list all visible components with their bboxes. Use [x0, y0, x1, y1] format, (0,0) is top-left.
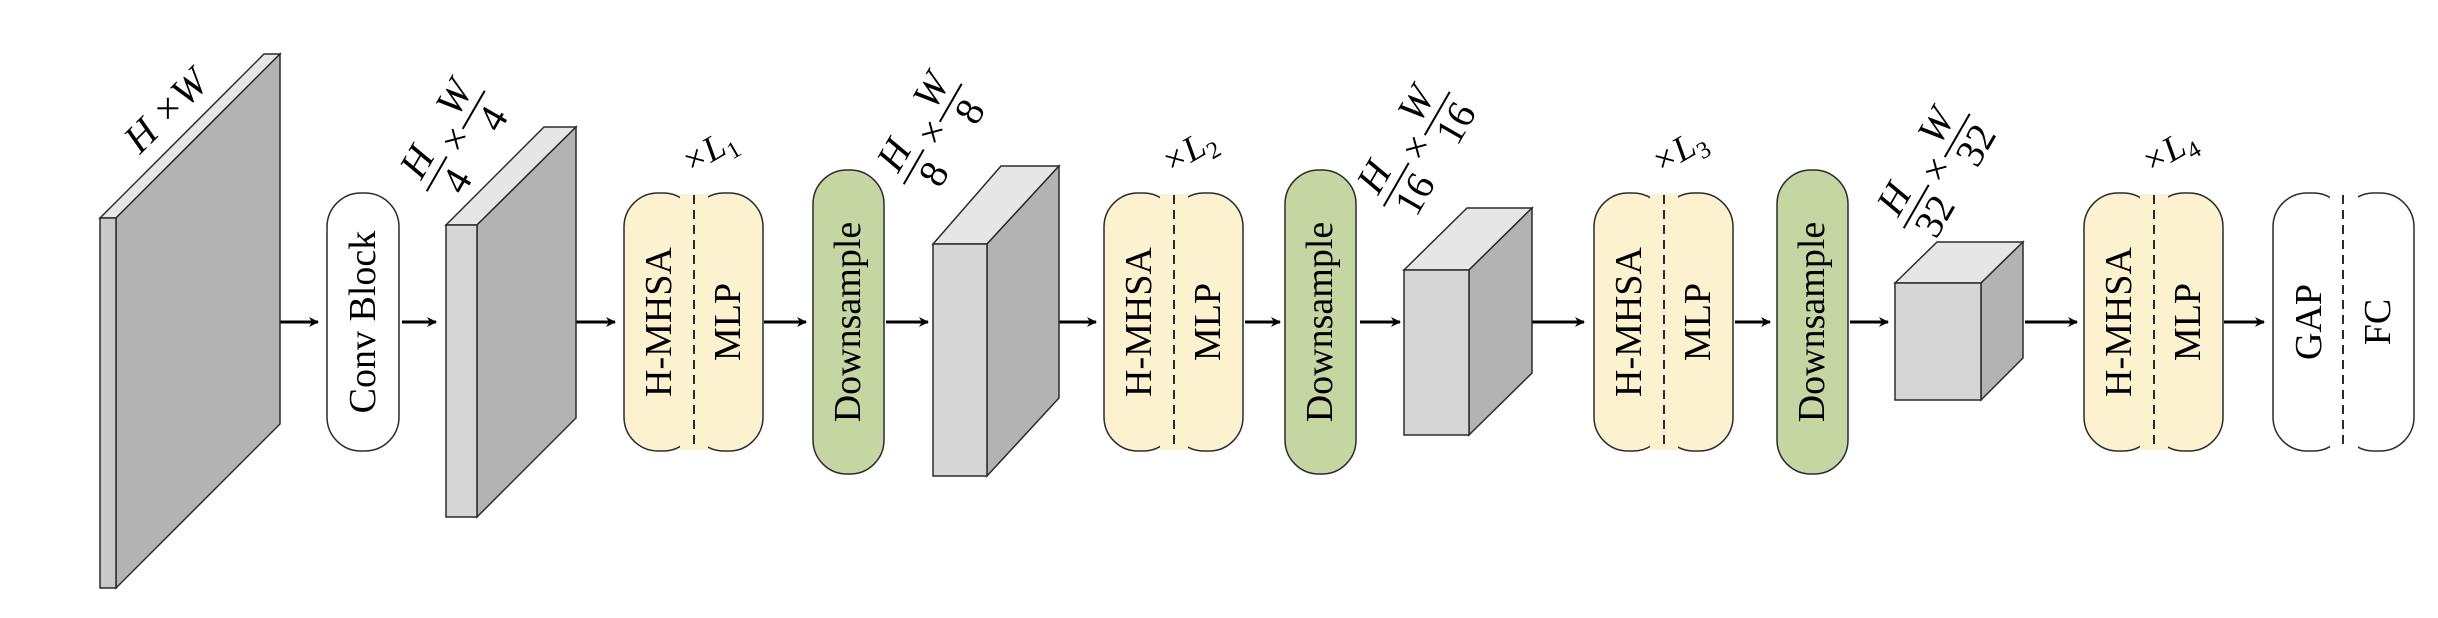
downsample1-label: Downsample — [827, 222, 869, 423]
downsample-2: Downsample — [1284, 169, 1357, 475]
stage2-dim-w-den: 8 — [945, 91, 994, 131]
head-fc-label: FC — [2357, 299, 2399, 345]
block3-repeat-label: ×L3 — [1644, 119, 1716, 187]
downsample3-box — [1776, 169, 1849, 475]
stage4-dim-label: H 32 × W 32 — [1866, 97, 2005, 245]
head-gap-label: GAP — [2288, 284, 2330, 360]
stage1-dim-w-den: 4 — [468, 98, 517, 138]
stage1-dim-sep: × — [430, 118, 480, 160]
stage3-dim-label: H 16 × W 16 — [1346, 75, 1485, 223]
stage4-dim-w-bar — [1943, 113, 1971, 158]
downsample-3: Downsample — [1776, 169, 1849, 475]
block1-attn-label: H-MHSA — [638, 246, 680, 396]
stage4-feature-map — [1893, 240, 2025, 402]
stage2-dim-h-bar — [902, 149, 925, 185]
transformer-block-3: H-MHSA MLP ×L3 — [1593, 119, 1734, 452]
block1-repeat-label: ×L1 — [674, 119, 746, 187]
downsample2-label: Downsample — [1299, 222, 1341, 423]
conv-block-box — [326, 192, 400, 452]
block2-mlp-label: MLP — [1187, 283, 1229, 361]
stage3-map-front — [1403, 269, 1470, 436]
downsample3-label: Downsample — [1791, 222, 1833, 423]
input-plane-front — [99, 217, 117, 589]
block4-repeat-label: ×L4 — [2134, 119, 2206, 187]
stage1-dim-h-den: 4 — [432, 161, 481, 201]
stage2-dim-w-bar — [938, 83, 963, 123]
stage4-map-front — [1894, 282, 1982, 401]
conv-block-label: Conv Block — [342, 231, 384, 414]
stage3-dim-w-bar — [1423, 91, 1451, 136]
stage1-dim-h-bar — [425, 156, 448, 192]
classification-head: GAP FC — [2272, 192, 2415, 452]
block3-mlp-label: MLP — [1677, 283, 1719, 361]
stage1-feature-map — [444, 125, 578, 519]
downsample-1: Downsample — [812, 169, 885, 475]
block2-repeat-label: ×L2 — [1154, 119, 1226, 187]
transformer-block-1: H-MHSA MLP ×L1 — [623, 119, 764, 452]
downsample2-box — [1284, 169, 1357, 475]
stage2-map-front — [932, 243, 988, 477]
conv-block: Conv Block — [326, 192, 400, 452]
stage1-map-front — [445, 224, 478, 518]
stage3-feature-map — [1402, 206, 1534, 437]
stage3-dim-h-bar — [1382, 162, 1410, 207]
transformer-block-2: H-MHSA MLP ×L2 — [1103, 119, 1244, 452]
block1-mlp-label: MLP — [707, 283, 749, 361]
stage4-dim-h-bar — [1902, 184, 1930, 229]
stage1-dim-w-bar — [461, 90, 486, 130]
transformer-block-4: H-MHSA MLP ×L4 — [2083, 119, 2224, 452]
downsample1-box — [812, 169, 885, 475]
block4-attn-label: H-MHSA — [2098, 246, 2140, 396]
stage2-dim-h-den: 8 — [909, 154, 958, 194]
stage2-dim-sep: × — [907, 111, 957, 153]
block3-attn-label: H-MHSA — [1608, 246, 1650, 396]
stage2-dim-label: H 8 × W 8 — [866, 62, 994, 194]
input-feature-map — [98, 52, 282, 590]
block4-mlp-label: MLP — [2167, 283, 2209, 361]
block2-attn-label: H-MHSA — [1118, 246, 1160, 396]
stage2-feature-map — [931, 164, 1061, 478]
